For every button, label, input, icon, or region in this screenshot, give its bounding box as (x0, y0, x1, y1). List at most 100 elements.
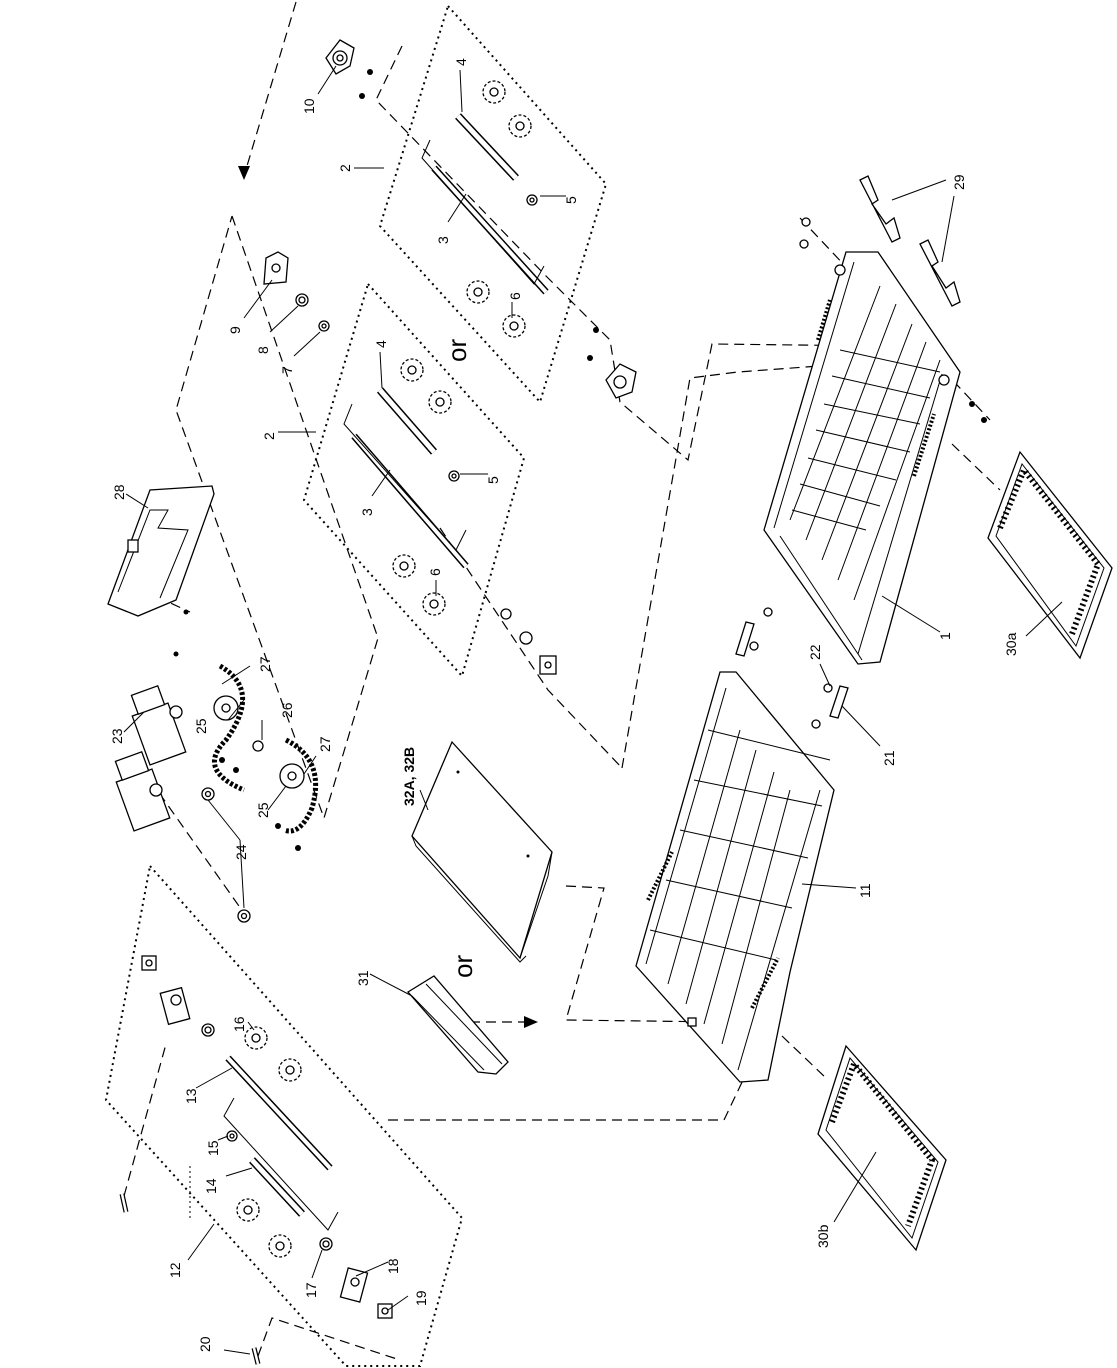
washer-5-lower (448, 470, 460, 482)
bearing-flange-lower (587, 327, 637, 399)
arrow-top (238, 166, 250, 180)
chain-27-lower (283, 737, 319, 834)
label-5-upper: 5 (563, 196, 579, 204)
shaft-group-12-outline (104, 863, 464, 1367)
label-6-lower: 6 (427, 568, 443, 576)
plate-top-left (141, 955, 157, 971)
clip-29-upper (859, 175, 901, 243)
shaft-13 (225, 1055, 333, 1171)
label-2-lower: 2 (261, 432, 277, 440)
label-14: 14 (203, 1178, 219, 1194)
shaft-3-lower (351, 433, 469, 569)
sprocket-upper-3 (466, 280, 490, 304)
hardware-upper-right (799, 217, 987, 423)
shaft-left-bracket-line (223, 1097, 339, 1231)
label-11: 11 (857, 883, 873, 898)
guide-line-flange (375, 45, 883, 462)
bushing-17 (319, 1237, 333, 1251)
bearing-block-18 (339, 1267, 369, 1303)
strap-upper (735, 621, 755, 657)
label-23: 23 (109, 728, 125, 744)
shaft-3-upper (431, 165, 549, 295)
label-3-upper: 3 (435, 236, 451, 244)
label-7: 7 (279, 366, 295, 374)
shaft-upper-bracket-line (421, 139, 545, 285)
label-29: 29 (951, 174, 967, 190)
washer-7 (318, 320, 330, 332)
strap-21 (829, 685, 849, 719)
bracket-group-outline (175, 215, 379, 820)
bushing-upper-left (201, 1023, 215, 1037)
bearing-block-upper (159, 986, 191, 1026)
guide-line-lower (565, 885, 725, 1023)
label-30b: 30b (815, 1224, 831, 1248)
label-24: 24 (233, 844, 249, 860)
label-32: 32A, 32B (401, 747, 417, 806)
guard-31 (407, 975, 509, 1075)
sprocket-25-lower (279, 763, 305, 789)
shaft-4-upper (455, 113, 519, 181)
label-27-upper: 27 (257, 656, 273, 672)
label-13: 13 (183, 1088, 199, 1104)
motor-23-upper (130, 684, 187, 766)
shaft-4-lower (376, 387, 438, 455)
or-label-lower: or (448, 955, 478, 978)
sprocket-lower-left-2 (268, 1234, 292, 1258)
plate-32 (411, 740, 553, 963)
label-8: 8 (255, 346, 271, 354)
sprocket-6-lower (422, 592, 446, 616)
bracket-9 (263, 251, 289, 285)
bushing-8 (295, 293, 309, 307)
sprocket-lower-2 (428, 390, 452, 414)
bearing-flange-10 (325, 39, 373, 99)
sprocket-25-upper (213, 695, 239, 721)
label-5-lower: 5 (485, 476, 501, 484)
label-26: 26 (279, 702, 295, 718)
sprocket-upper-2 (508, 114, 532, 138)
label-25-lower: 25 (255, 802, 271, 818)
leader-lines (123, 65, 1063, 1355)
bushings-shaft-end (500, 608, 557, 675)
collar-24-b (237, 909, 251, 923)
label-4-upper: 4 (453, 58, 469, 66)
label-25-upper: 25 (193, 718, 209, 734)
master-links (219, 757, 301, 851)
collar-24-a (201, 787, 215, 801)
label-2-upper: 2 (337, 164, 353, 172)
guide-line-frame1 (621, 359, 901, 769)
cover-28 (107, 485, 215, 657)
label-16: 16 (231, 1016, 247, 1032)
sprocket-16b (278, 1058, 302, 1082)
guide-line-shaft (439, 527, 623, 769)
label-28: 28 (111, 484, 127, 500)
label-10: 10 (301, 98, 317, 114)
label-19: 19 (413, 1290, 429, 1306)
shaft-14 (249, 1157, 305, 1217)
guide-line-top (243, 1, 297, 177)
label-3-lower: 3 (359, 508, 375, 516)
label-6-upper: 6 (507, 292, 523, 300)
label-21: 21 (881, 750, 897, 766)
label-9: 9 (227, 326, 243, 334)
label-15: 15 (205, 1140, 221, 1156)
guide-line-bottom (388, 1077, 745, 1121)
shaft-lower-bracket-line (343, 403, 467, 551)
frame-11 (635, 671, 835, 1083)
label-1: 1 (937, 632, 953, 640)
label-31: 31 (355, 970, 371, 986)
label-17: 17 (303, 1282, 319, 1298)
chain-27-upper (212, 663, 245, 793)
guide-line-30a (951, 443, 1001, 491)
guide-line-screws (123, 1043, 167, 1197)
guide-line-22 (799, 217, 991, 421)
sprocket-upper-1 (482, 80, 506, 104)
label-22: 22 (807, 644, 823, 660)
guide-line-20 (257, 1317, 401, 1361)
clip-29-lower (919, 239, 961, 307)
label-30a: 30a (1003, 632, 1019, 656)
sprocket-lower-left-1 (236, 1198, 260, 1222)
sprocket-lower-3 (392, 554, 416, 578)
shaft-group-2-upper-outline (378, 4, 608, 404)
washer-15 (226, 1130, 238, 1142)
